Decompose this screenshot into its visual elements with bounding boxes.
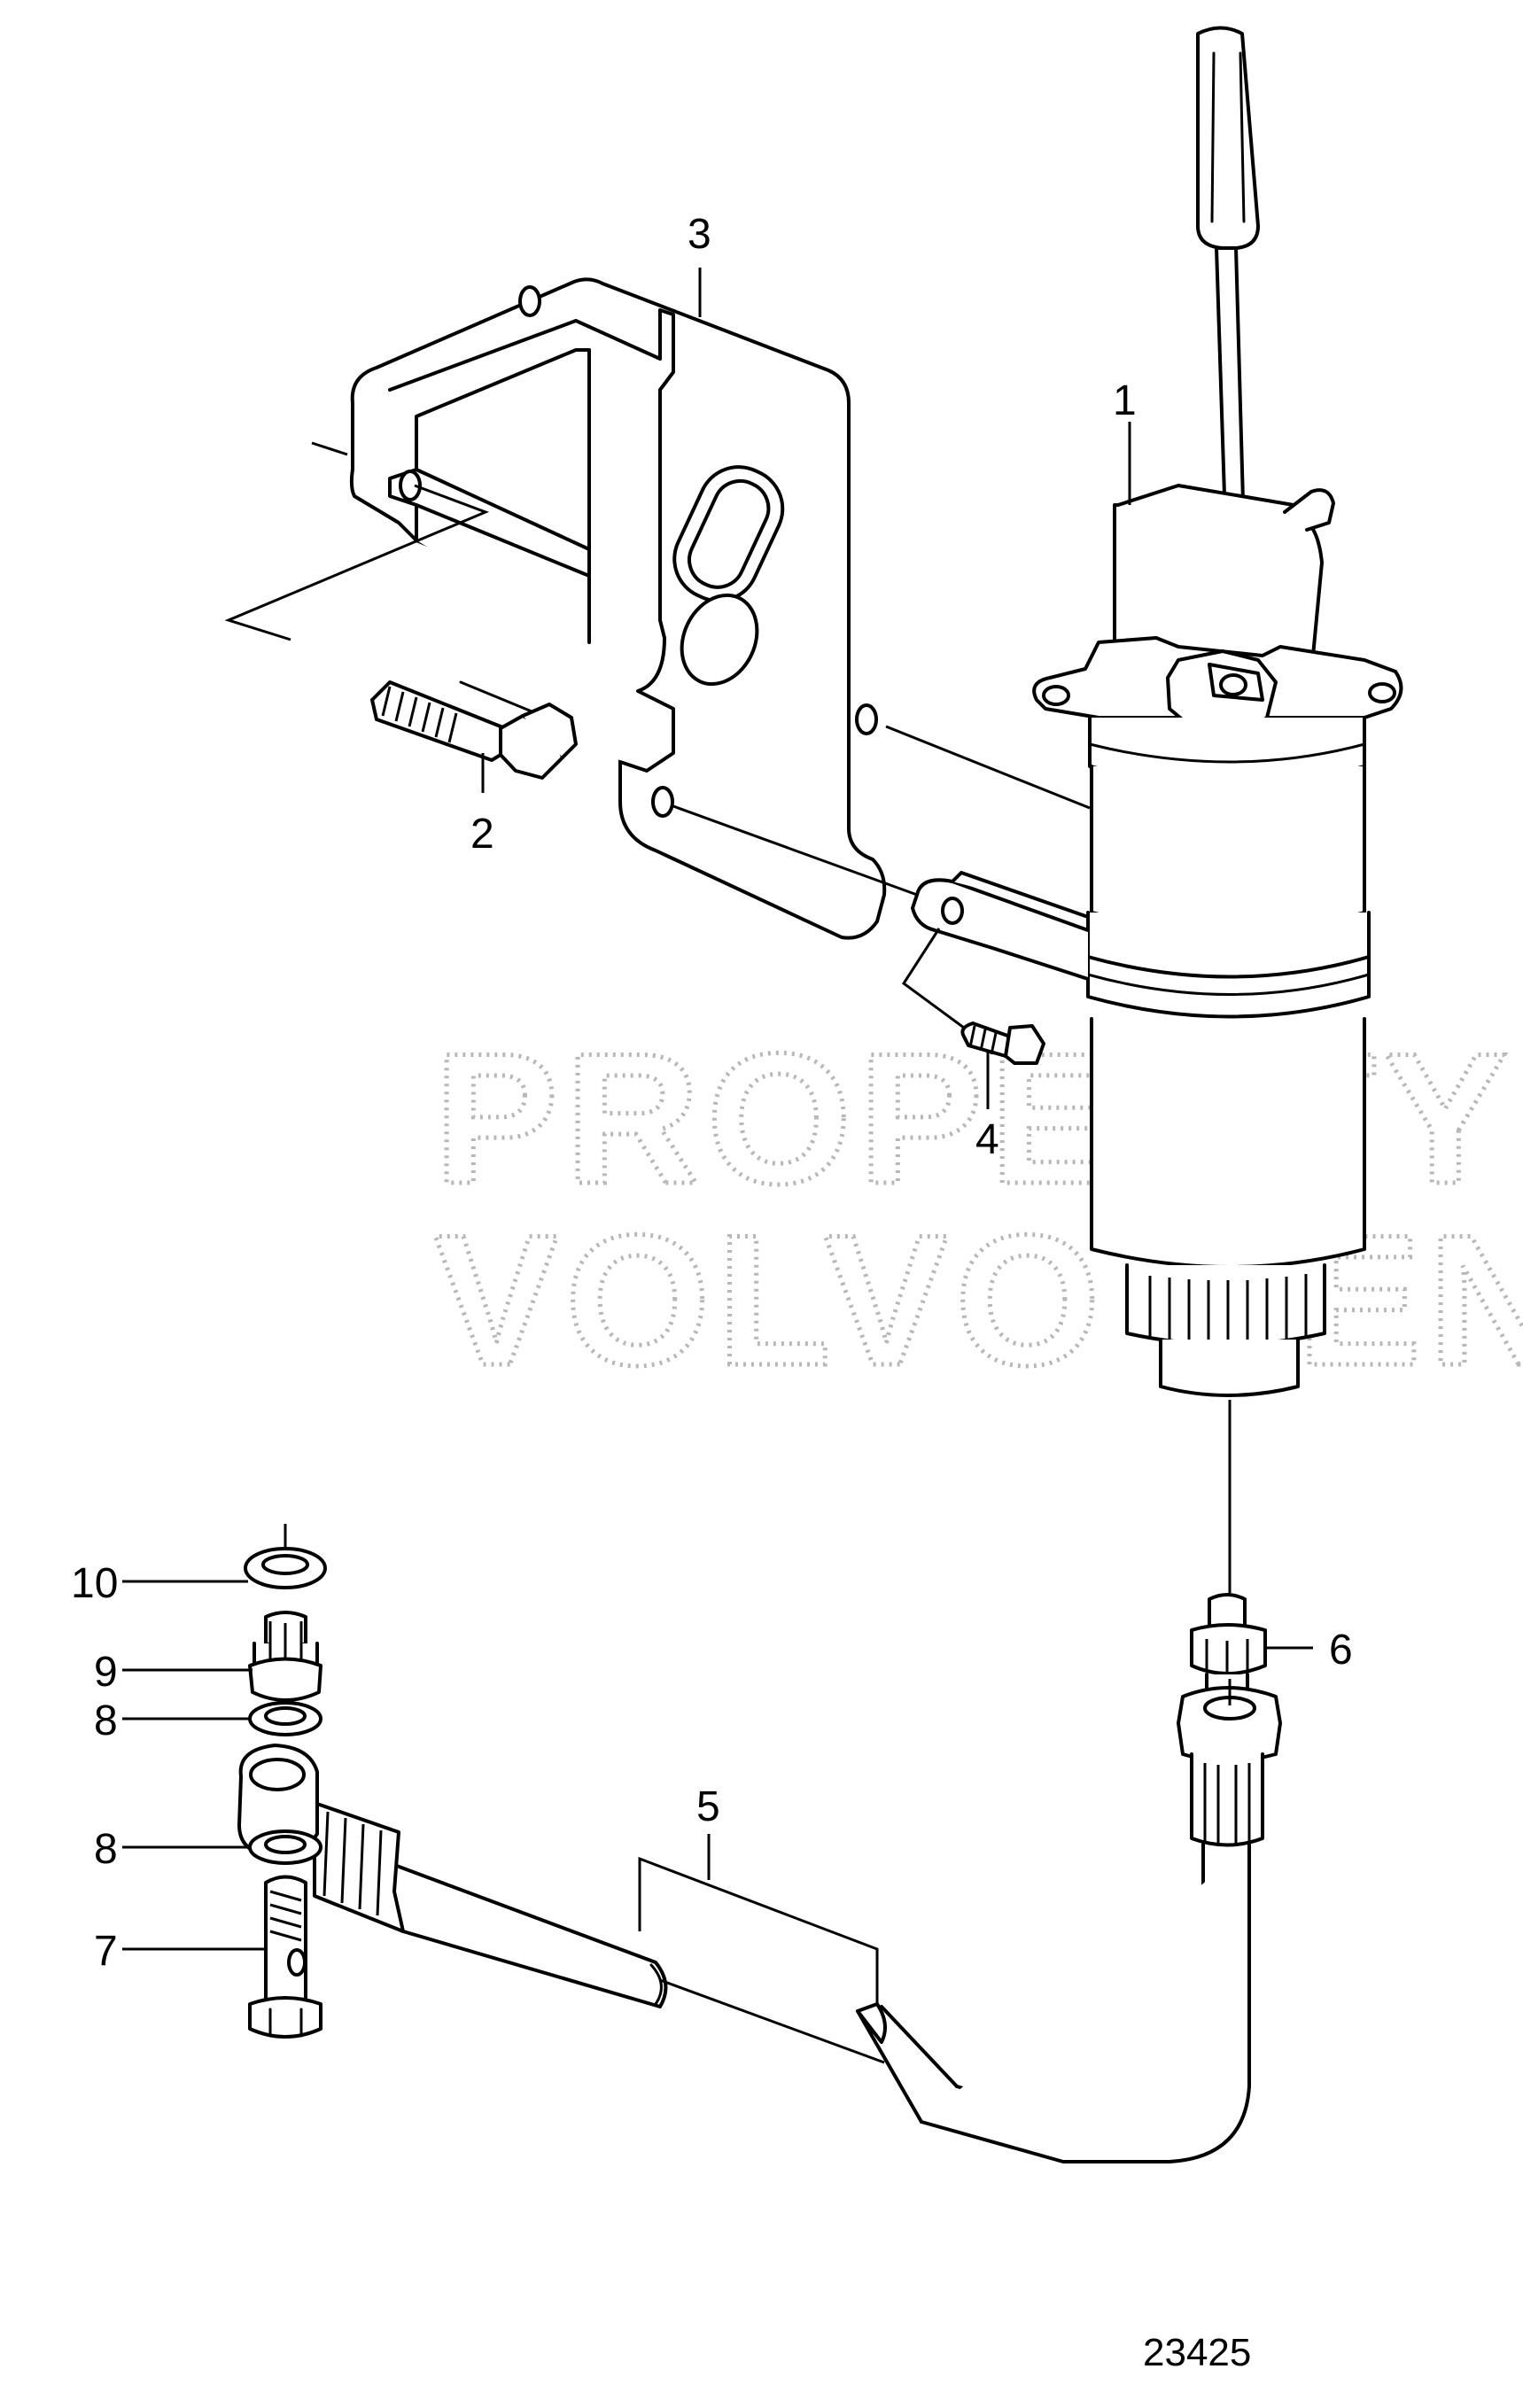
washer-top bbox=[244, 1547, 327, 1589]
sealing-washer-upper bbox=[248, 1701, 322, 1736]
hose-assembly bbox=[237, 1686, 1282, 2163]
nut bbox=[248, 1611, 322, 1702]
bolt bbox=[370, 680, 578, 780]
banjo-bolt bbox=[248, 1875, 322, 2039]
leader-lines bbox=[122, 268, 1313, 2064]
callout-4: 4 bbox=[975, 1116, 999, 1163]
hand-pump bbox=[911, 26, 1403, 1397]
callout-8-lower: 8 bbox=[94, 1826, 118, 1873]
callout-2: 2 bbox=[470, 811, 494, 858]
callout-6: 6 bbox=[1329, 1627, 1353, 1674]
mounting-bracket bbox=[349, 277, 887, 940]
callout-9: 9 bbox=[94, 1649, 118, 1696]
callouts: 1 2 3 4 5 6 7 8 8 9 10 bbox=[71, 211, 1353, 1975]
callout-3: 3 bbox=[688, 211, 711, 258]
sealing-washer-lower bbox=[248, 1829, 322, 1865]
small-screw bbox=[960, 1021, 1045, 1065]
callout-5: 5 bbox=[696, 1783, 720, 1830]
callout-8-upper: 8 bbox=[94, 1697, 118, 1744]
callout-7: 7 bbox=[94, 1928, 118, 1975]
drawing-reference-number: 23425 bbox=[1143, 2331, 1251, 2374]
callout-1: 1 bbox=[1113, 377, 1137, 424]
callout-10: 10 bbox=[71, 1560, 118, 1607]
